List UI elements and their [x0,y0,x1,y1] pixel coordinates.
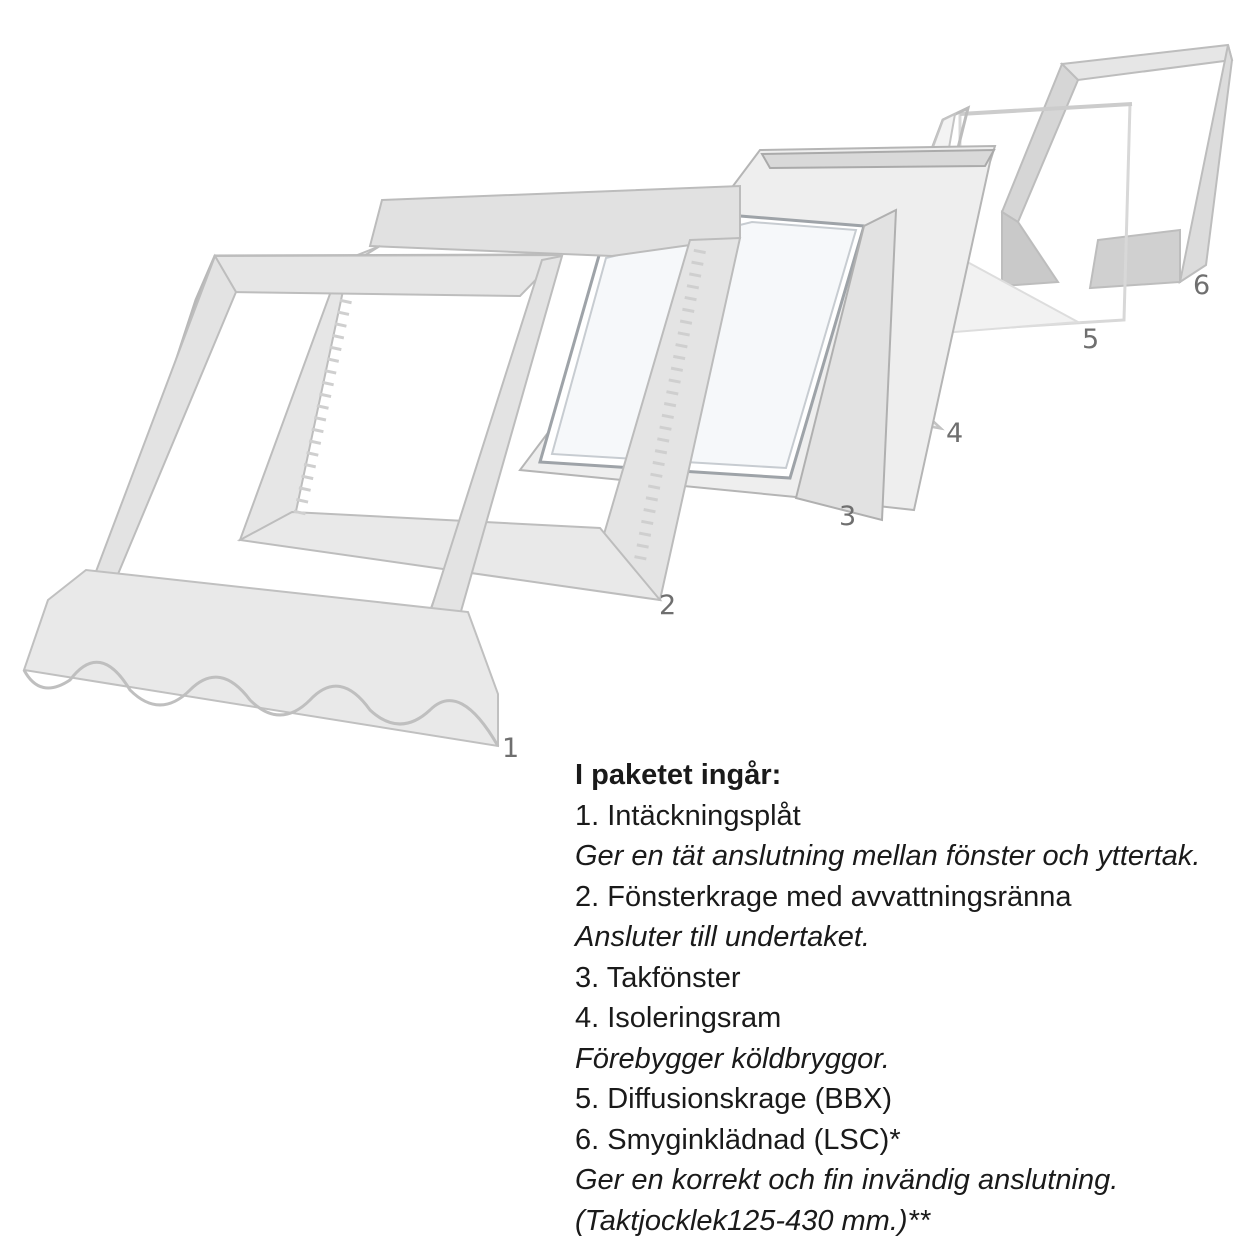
package-line: Ansluter till undertaket. [575,917,1235,958]
window-collar-drawing [240,186,740,600]
package-line: 2. Fönsterkrage med avvattningsränna [575,877,1235,918]
part-number-5: 5 [1082,326,1099,353]
package-line: (Taktjocklek125-430 mm.)** [575,1201,1235,1241]
package-line: Förebygger köldbryggor. [575,1039,1235,1080]
package-line: 5. Diffusionskrage (BBX) [575,1079,1235,1120]
package-line: Ger en tät anslutning mellan fönster och… [575,836,1235,877]
part-number-3: 3 [839,503,856,530]
part-number-4: 4 [946,420,963,447]
package-line: 6. Smyginklädnad (LSC)* [575,1120,1235,1161]
package-line: 1. Intäckningsplåt [575,796,1235,837]
part-number-1: 1 [502,735,519,762]
package-line: 3. Takfönster [575,958,1235,999]
package-line: Ger en korrekt och fin invändig anslutni… [575,1160,1235,1201]
part-number-2: 2 [659,592,676,619]
package-contents: I paketet ingår: 1. Intäckningsplåt Ger … [575,755,1235,1241]
roof-window-exploded-illustration [0,0,1240,780]
lining-lsc-drawing [1002,45,1232,288]
part-number-6: 6 [1193,272,1210,299]
package-line: 4. Isoleringsram [575,998,1235,1039]
package-heading: I paketet ingår: [575,755,1235,796]
